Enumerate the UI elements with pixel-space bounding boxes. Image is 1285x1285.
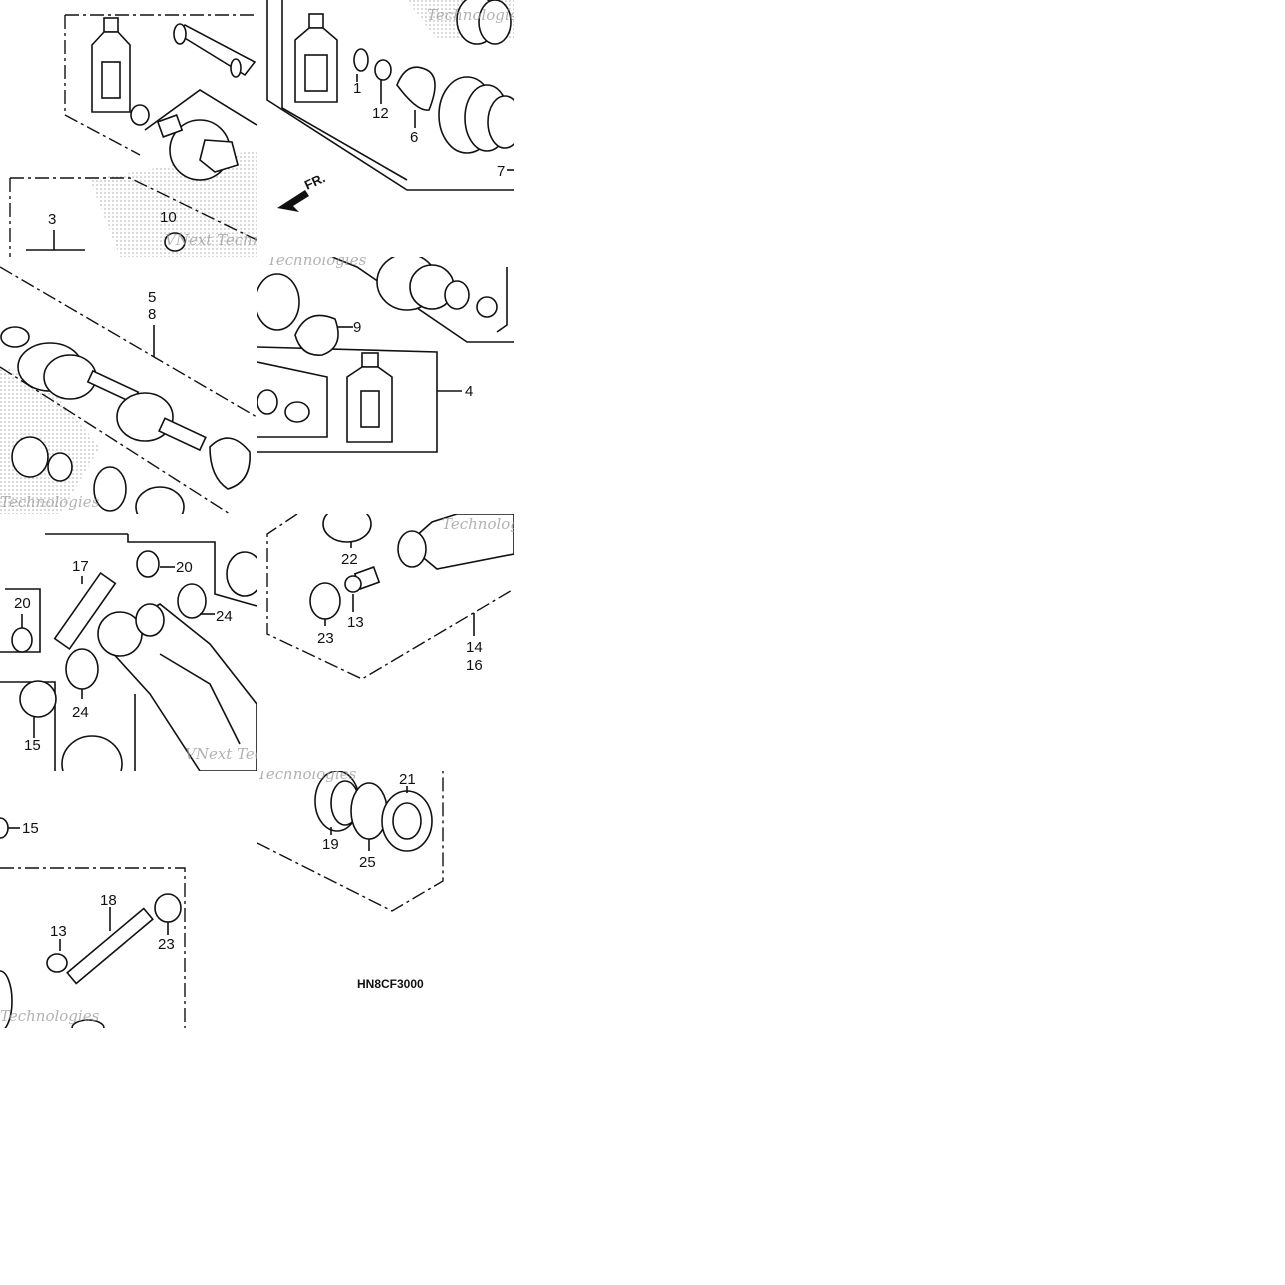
grease-bottle-icon xyxy=(346,352,393,443)
clamp-icon xyxy=(476,296,498,318)
clamp-icon xyxy=(93,466,127,512)
callout-24b: 24 xyxy=(72,704,89,721)
tile-boot-kit: 1 12 6 7 FR. Technologies xyxy=(257,0,514,257)
seal-icon xyxy=(177,583,207,619)
band-icon xyxy=(396,66,436,111)
grease-bottle-icon xyxy=(294,13,338,103)
ring-icon xyxy=(374,59,392,81)
bearing-icon xyxy=(11,627,33,653)
callout-22: 22 xyxy=(341,551,358,568)
tile-pivot-shaft: 15 18 23 13 Technologies xyxy=(0,771,257,1028)
callout-24: 24 xyxy=(216,608,233,625)
washer-icon xyxy=(309,582,341,620)
band-icon xyxy=(209,437,251,490)
watermark: Technologies xyxy=(257,771,357,783)
diagram-code: HN8CF3000 xyxy=(357,977,424,991)
bearing-icon xyxy=(11,436,49,478)
callout-4: 4 xyxy=(465,383,473,400)
callout-5: 5 xyxy=(148,289,156,306)
washer-icon xyxy=(154,893,182,923)
circlip-icon xyxy=(350,782,388,840)
direction-label: FR. xyxy=(302,170,327,192)
driveshaft-icon xyxy=(0,326,207,452)
callout-10: 10 xyxy=(160,209,177,226)
dust-cap-icon xyxy=(226,551,257,597)
callout-9: 9 xyxy=(353,319,361,336)
grease-bottle-icon xyxy=(91,17,131,113)
watermark: Technologies xyxy=(0,1007,100,1025)
callout-15: 15 xyxy=(24,737,41,754)
callout-8: 8 xyxy=(148,306,156,323)
watermark: VNext Technologies xyxy=(165,231,257,249)
callout-19: 19 xyxy=(322,836,339,853)
boot-icon xyxy=(135,486,185,514)
tile-inner-joint: 3 10 VNext Technologies xyxy=(0,0,257,257)
callout-15b: 15 xyxy=(22,820,39,837)
collar-icon xyxy=(46,953,68,973)
pivot-shaft-icon xyxy=(66,907,154,985)
seal-icon xyxy=(71,1019,105,1028)
band-icon xyxy=(294,314,339,356)
clamp-icon xyxy=(284,401,310,423)
clamp-icon xyxy=(164,232,186,252)
watermark: Technologies xyxy=(442,515,514,533)
front-arrow-icon: FR. xyxy=(277,170,327,212)
callout-23b: 23 xyxy=(158,936,175,953)
pivot-collar-icon xyxy=(53,571,117,651)
callout-7: 7 xyxy=(497,163,505,180)
tile-bearing: 19 25 21 Technologies HN8CF3000 xyxy=(257,771,514,1028)
swingarm-icon xyxy=(97,603,257,771)
callout-17: 17 xyxy=(72,558,89,575)
callout-3: 3 xyxy=(48,211,56,228)
boot-icon xyxy=(438,76,514,154)
seal-icon xyxy=(65,648,99,690)
outer-race-icon xyxy=(144,89,257,181)
callout-20: 20 xyxy=(176,559,193,576)
watermark: Technologies xyxy=(0,493,100,511)
callout-23: 23 xyxy=(317,630,334,647)
seal-icon xyxy=(322,514,372,543)
bearing-icon xyxy=(136,550,160,578)
circlip-icon xyxy=(47,452,73,482)
boot-top-icon xyxy=(456,0,512,45)
callout-16: 16 xyxy=(466,657,483,674)
axle-shaft-icon xyxy=(173,23,257,78)
ring-icon xyxy=(257,389,278,415)
callout-18: 18 xyxy=(100,892,117,909)
circlip-icon xyxy=(353,48,369,72)
band-icon xyxy=(257,273,300,331)
callout-21: 21 xyxy=(399,771,416,788)
watermark: Technologies xyxy=(427,6,514,24)
tile-driveshaft-assembly: 5 8 Technologies xyxy=(0,257,257,514)
callout-1: 1 xyxy=(353,80,361,97)
knuckle-icon xyxy=(0,970,13,1028)
callout-12: 12 xyxy=(372,105,389,122)
circlip-icon xyxy=(130,104,150,126)
seal-icon xyxy=(61,735,123,771)
boot-icon xyxy=(376,257,470,311)
collar-end-icon xyxy=(344,575,362,593)
seal-icon xyxy=(381,790,433,852)
tile-boot-band-kit: 9 4 Technologies xyxy=(257,257,514,514)
tile-swingarm: 17 20 20 24 24 15 VNext xyxy=(0,514,257,771)
tile-pivot-collar: 22 13 23 14 16 Technologies xyxy=(257,514,514,771)
callout-20b: 20 xyxy=(14,595,31,612)
watermark: Technologies xyxy=(267,257,367,269)
washer-icon xyxy=(0,817,9,839)
knuckle-icon xyxy=(397,514,514,570)
watermark: VNext Technologies xyxy=(185,745,257,763)
callout-6: 6 xyxy=(410,129,418,146)
callout-25: 25 xyxy=(359,854,376,871)
washer-icon xyxy=(19,680,57,718)
callout-14: 14 xyxy=(466,639,483,656)
callout-13b: 13 xyxy=(50,923,67,940)
callout-13: 13 xyxy=(347,614,364,631)
